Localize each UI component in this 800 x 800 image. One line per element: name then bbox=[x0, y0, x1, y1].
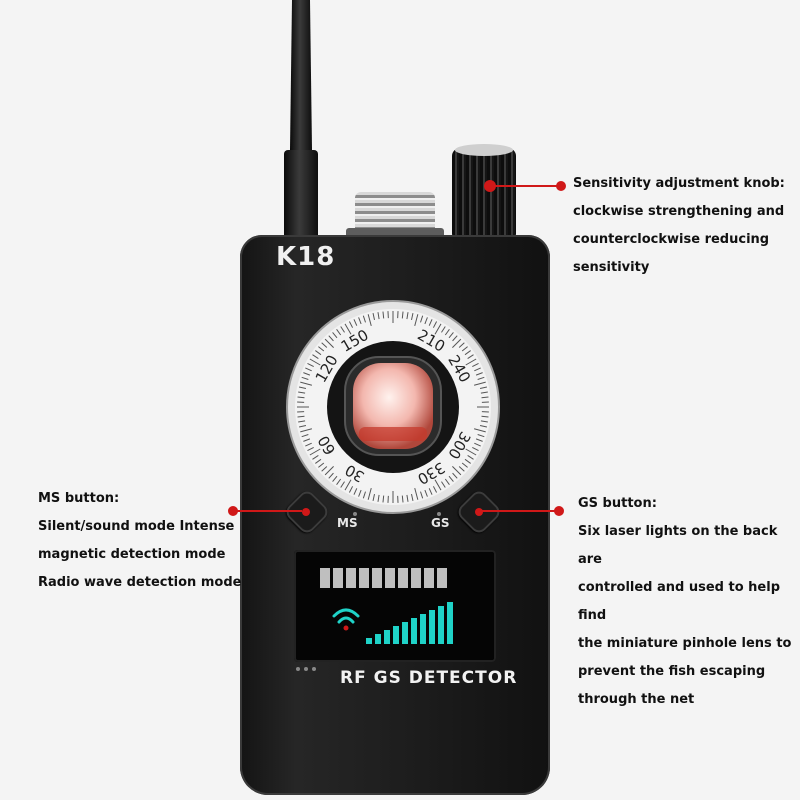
gs-callout: GS button: Six laser lights on the back … bbox=[578, 490, 800, 714]
knob-cap bbox=[455, 144, 513, 156]
gs-button-led bbox=[475, 508, 483, 516]
signal-bar bbox=[420, 614, 426, 644]
level-segment-bar bbox=[320, 568, 447, 588]
level-segment bbox=[320, 568, 330, 588]
speaker-holes bbox=[296, 667, 316, 671]
gs-label: GS bbox=[431, 516, 450, 530]
level-segment bbox=[359, 568, 369, 588]
level-segment bbox=[398, 568, 408, 588]
signal-bar bbox=[411, 618, 417, 644]
signal-bar bbox=[384, 630, 390, 644]
ms-callout-line bbox=[232, 510, 302, 512]
knob-callout-line-3: counterclockwise reducing bbox=[573, 232, 770, 247]
antenna bbox=[284, 0, 318, 250]
sensitivity-knob[interactable] bbox=[452, 148, 516, 238]
gs-callout-line-6: through the net bbox=[578, 692, 695, 707]
gs-callout-line-5: prevent the fish escaping bbox=[578, 664, 766, 679]
ms-callout-line-1: MS button: bbox=[38, 491, 120, 506]
knob-callout-line-1: Sensitivity adjustment knob: bbox=[573, 176, 785, 191]
gs-callout-line-1: GS button: bbox=[578, 496, 657, 511]
knob-callout: Sensitivity adjustment knob: clockwise s… bbox=[573, 170, 785, 282]
gs-callout-line bbox=[478, 510, 558, 512]
gs-callout-line-3: controlled and used to help find bbox=[578, 580, 781, 623]
knob-callout-dot bbox=[484, 180, 496, 192]
signal-bar bbox=[366, 638, 372, 644]
ms-callout-line-4: Radio wave detection mode bbox=[38, 575, 242, 590]
level-segment bbox=[411, 568, 421, 588]
ms-callout-line-3: magnetic detection mode bbox=[38, 547, 226, 562]
gs-callout-line-4: the miniature pinhole lens to bbox=[578, 636, 792, 651]
level-segment bbox=[424, 568, 434, 588]
signal-bar bbox=[393, 626, 399, 644]
knob-callout-line-4: sensitivity bbox=[573, 260, 650, 275]
dial-ticks bbox=[297, 311, 489, 503]
signal-bar bbox=[447, 602, 453, 644]
level-segment bbox=[372, 568, 382, 588]
signal-meter bbox=[332, 602, 453, 644]
model-label: K18 bbox=[276, 242, 336, 272]
level-segment bbox=[385, 568, 395, 588]
level-segment bbox=[437, 568, 447, 588]
brand-label: RF GS DETECTOR bbox=[340, 668, 518, 688]
wifi-icon bbox=[332, 608, 360, 631]
level-segment bbox=[333, 568, 343, 588]
gs-indicator-dot bbox=[437, 512, 441, 516]
signal-bar bbox=[402, 622, 408, 644]
signal-bar bbox=[429, 610, 435, 644]
gs-callout-line-2: Six laser lights on the back are bbox=[578, 524, 778, 567]
signal-bar bbox=[375, 634, 381, 644]
ms-callout-line-2: Silent/sound mode Intense bbox=[38, 519, 235, 534]
level-segment bbox=[346, 568, 356, 588]
knob-callout-line bbox=[492, 185, 562, 187]
gs-callout-end bbox=[554, 506, 564, 516]
ms-indicator-dot bbox=[353, 512, 357, 516]
knob-callout-line-2: clockwise strengthening and bbox=[573, 204, 785, 219]
ms-callout-end bbox=[228, 506, 238, 516]
ms-button-led bbox=[302, 508, 310, 516]
ms-label: MS bbox=[337, 516, 358, 530]
signal-bar bbox=[438, 606, 444, 644]
ms-callout: MS button: Silent/sound mode Intense mag… bbox=[38, 485, 241, 597]
knob-callout-end bbox=[556, 181, 566, 191]
